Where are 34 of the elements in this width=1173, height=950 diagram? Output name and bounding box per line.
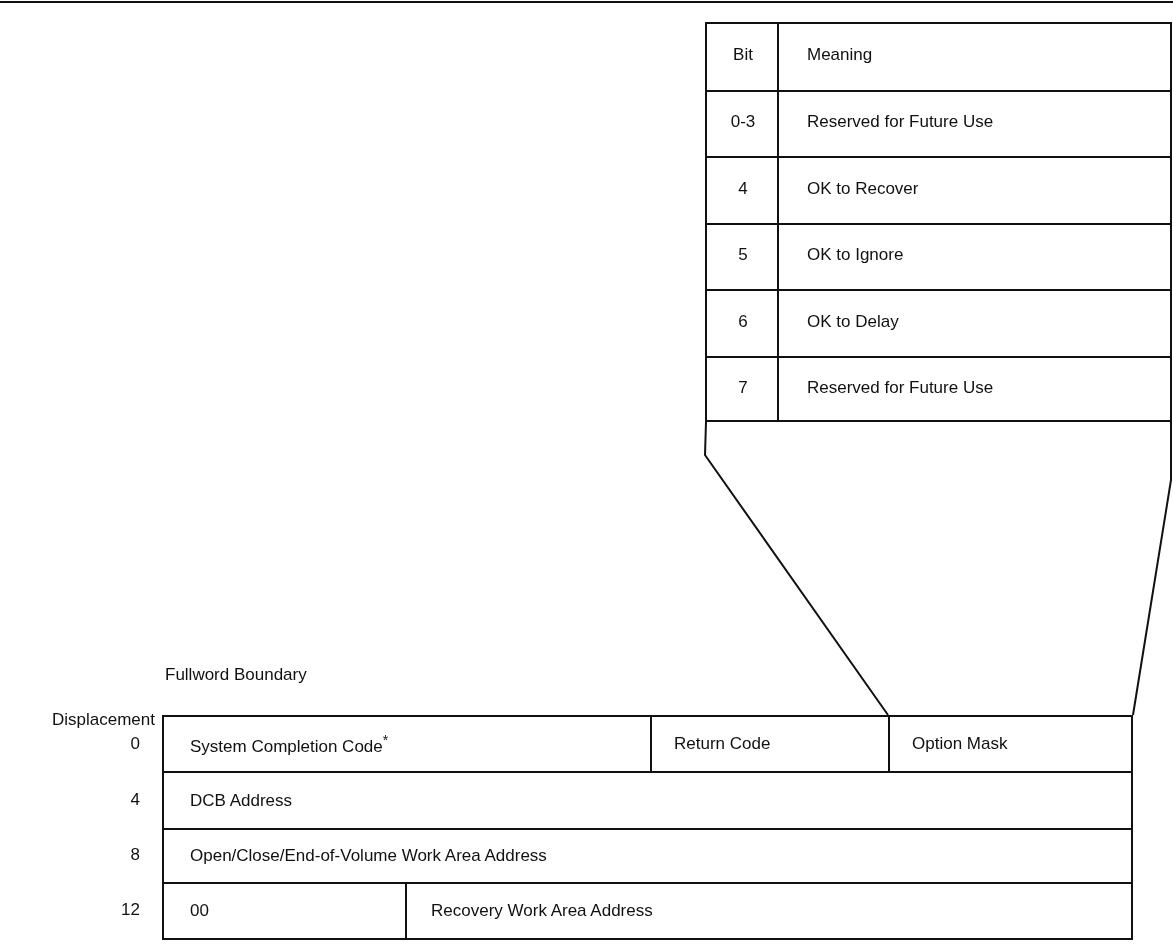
field-name: System Completion Code$^{*}$	[190, 731, 389, 757]
bit-meaning: Reserved for Future Use	[807, 378, 994, 399]
expansion-line	[704, 421, 889, 716]
offset-number: 0	[130, 734, 140, 754]
expansion-line	[1132, 421, 1172, 716]
field-name: Option Mask	[912, 734, 1008, 754]
bit-meaning: OK to Delay	[807, 311, 899, 332]
column-header: Bit	[732, 45, 754, 66]
bit-number: 7	[737, 378, 749, 399]
bit-meaning: OK to Ignore	[807, 245, 904, 266]
bit-meaning: Reserved for Future Use	[807, 111, 994, 132]
field-name: DCB Address	[190, 790, 293, 811]
offset-number: 8	[130, 845, 140, 865]
field-cell	[162, 715, 652, 773]
bit-table	[705, 22, 1172, 422]
field-name: Recovery Work Area Address	[431, 901, 653, 921]
field-cell	[162, 828, 1133, 884]
field-cell	[162, 771, 1133, 830]
bit-number: 6	[737, 311, 749, 332]
offset-number: 12	[121, 900, 140, 920]
offset-number: 4	[130, 790, 140, 810]
bit-meaning: OK to Recover	[807, 178, 919, 199]
column-heading: Fullword Boundary	[165, 665, 307, 685]
bit-number: 4	[737, 178, 749, 199]
field-name: Open/Close/End-of-Volume Work Area Address	[190, 846, 547, 866]
field-name: Return Code	[674, 734, 771, 754]
field-cell	[405, 882, 1133, 940]
bit-number: 5	[737, 245, 749, 266]
bit-number: 0-3	[729, 111, 757, 132]
column-header: Meaning	[807, 45, 873, 66]
field-cell	[888, 715, 1133, 773]
field-cell	[162, 882, 407, 940]
column-heading: Displacement	[52, 710, 155, 730]
field-name: 00	[190, 901, 209, 921]
